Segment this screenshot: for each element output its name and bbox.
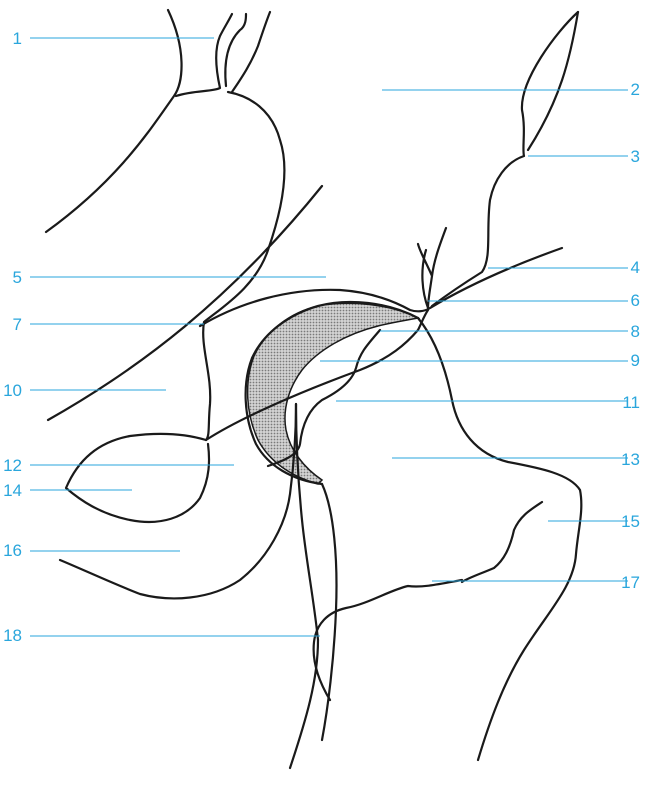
label-12: 12	[3, 456, 22, 475]
label-11: 11	[622, 393, 640, 412]
label-9: 9	[631, 351, 640, 370]
label-8: 8	[631, 322, 640, 341]
label-4: 4	[631, 258, 640, 277]
label-6: 6	[631, 291, 640, 310]
femoral-neck-superior	[418, 318, 581, 760]
label-18: 18	[3, 626, 22, 645]
iliac-crest-right-tip	[528, 12, 578, 150]
vessel-left	[176, 14, 232, 96]
label-17: 17	[621, 573, 640, 592]
obturator-outline	[66, 434, 209, 522]
iliac-crest-right	[432, 12, 578, 306]
label-16: 16	[3, 541, 22, 560]
branch-4	[418, 228, 446, 308]
label-3: 3	[631, 147, 640, 166]
label-5: 5	[13, 268, 22, 287]
lesser-trochanter	[462, 502, 542, 582]
label-13: 13	[621, 450, 640, 469]
vessel-right-2	[232, 12, 270, 92]
ilium-left-outline	[46, 10, 182, 232]
label-14: 14	[3, 481, 22, 500]
label-1: 1	[13, 29, 22, 48]
label-7: 7	[13, 315, 22, 334]
label-10: 10	[3, 381, 22, 400]
label-2: 2	[631, 80, 640, 99]
label-15: 15	[621, 512, 640, 531]
